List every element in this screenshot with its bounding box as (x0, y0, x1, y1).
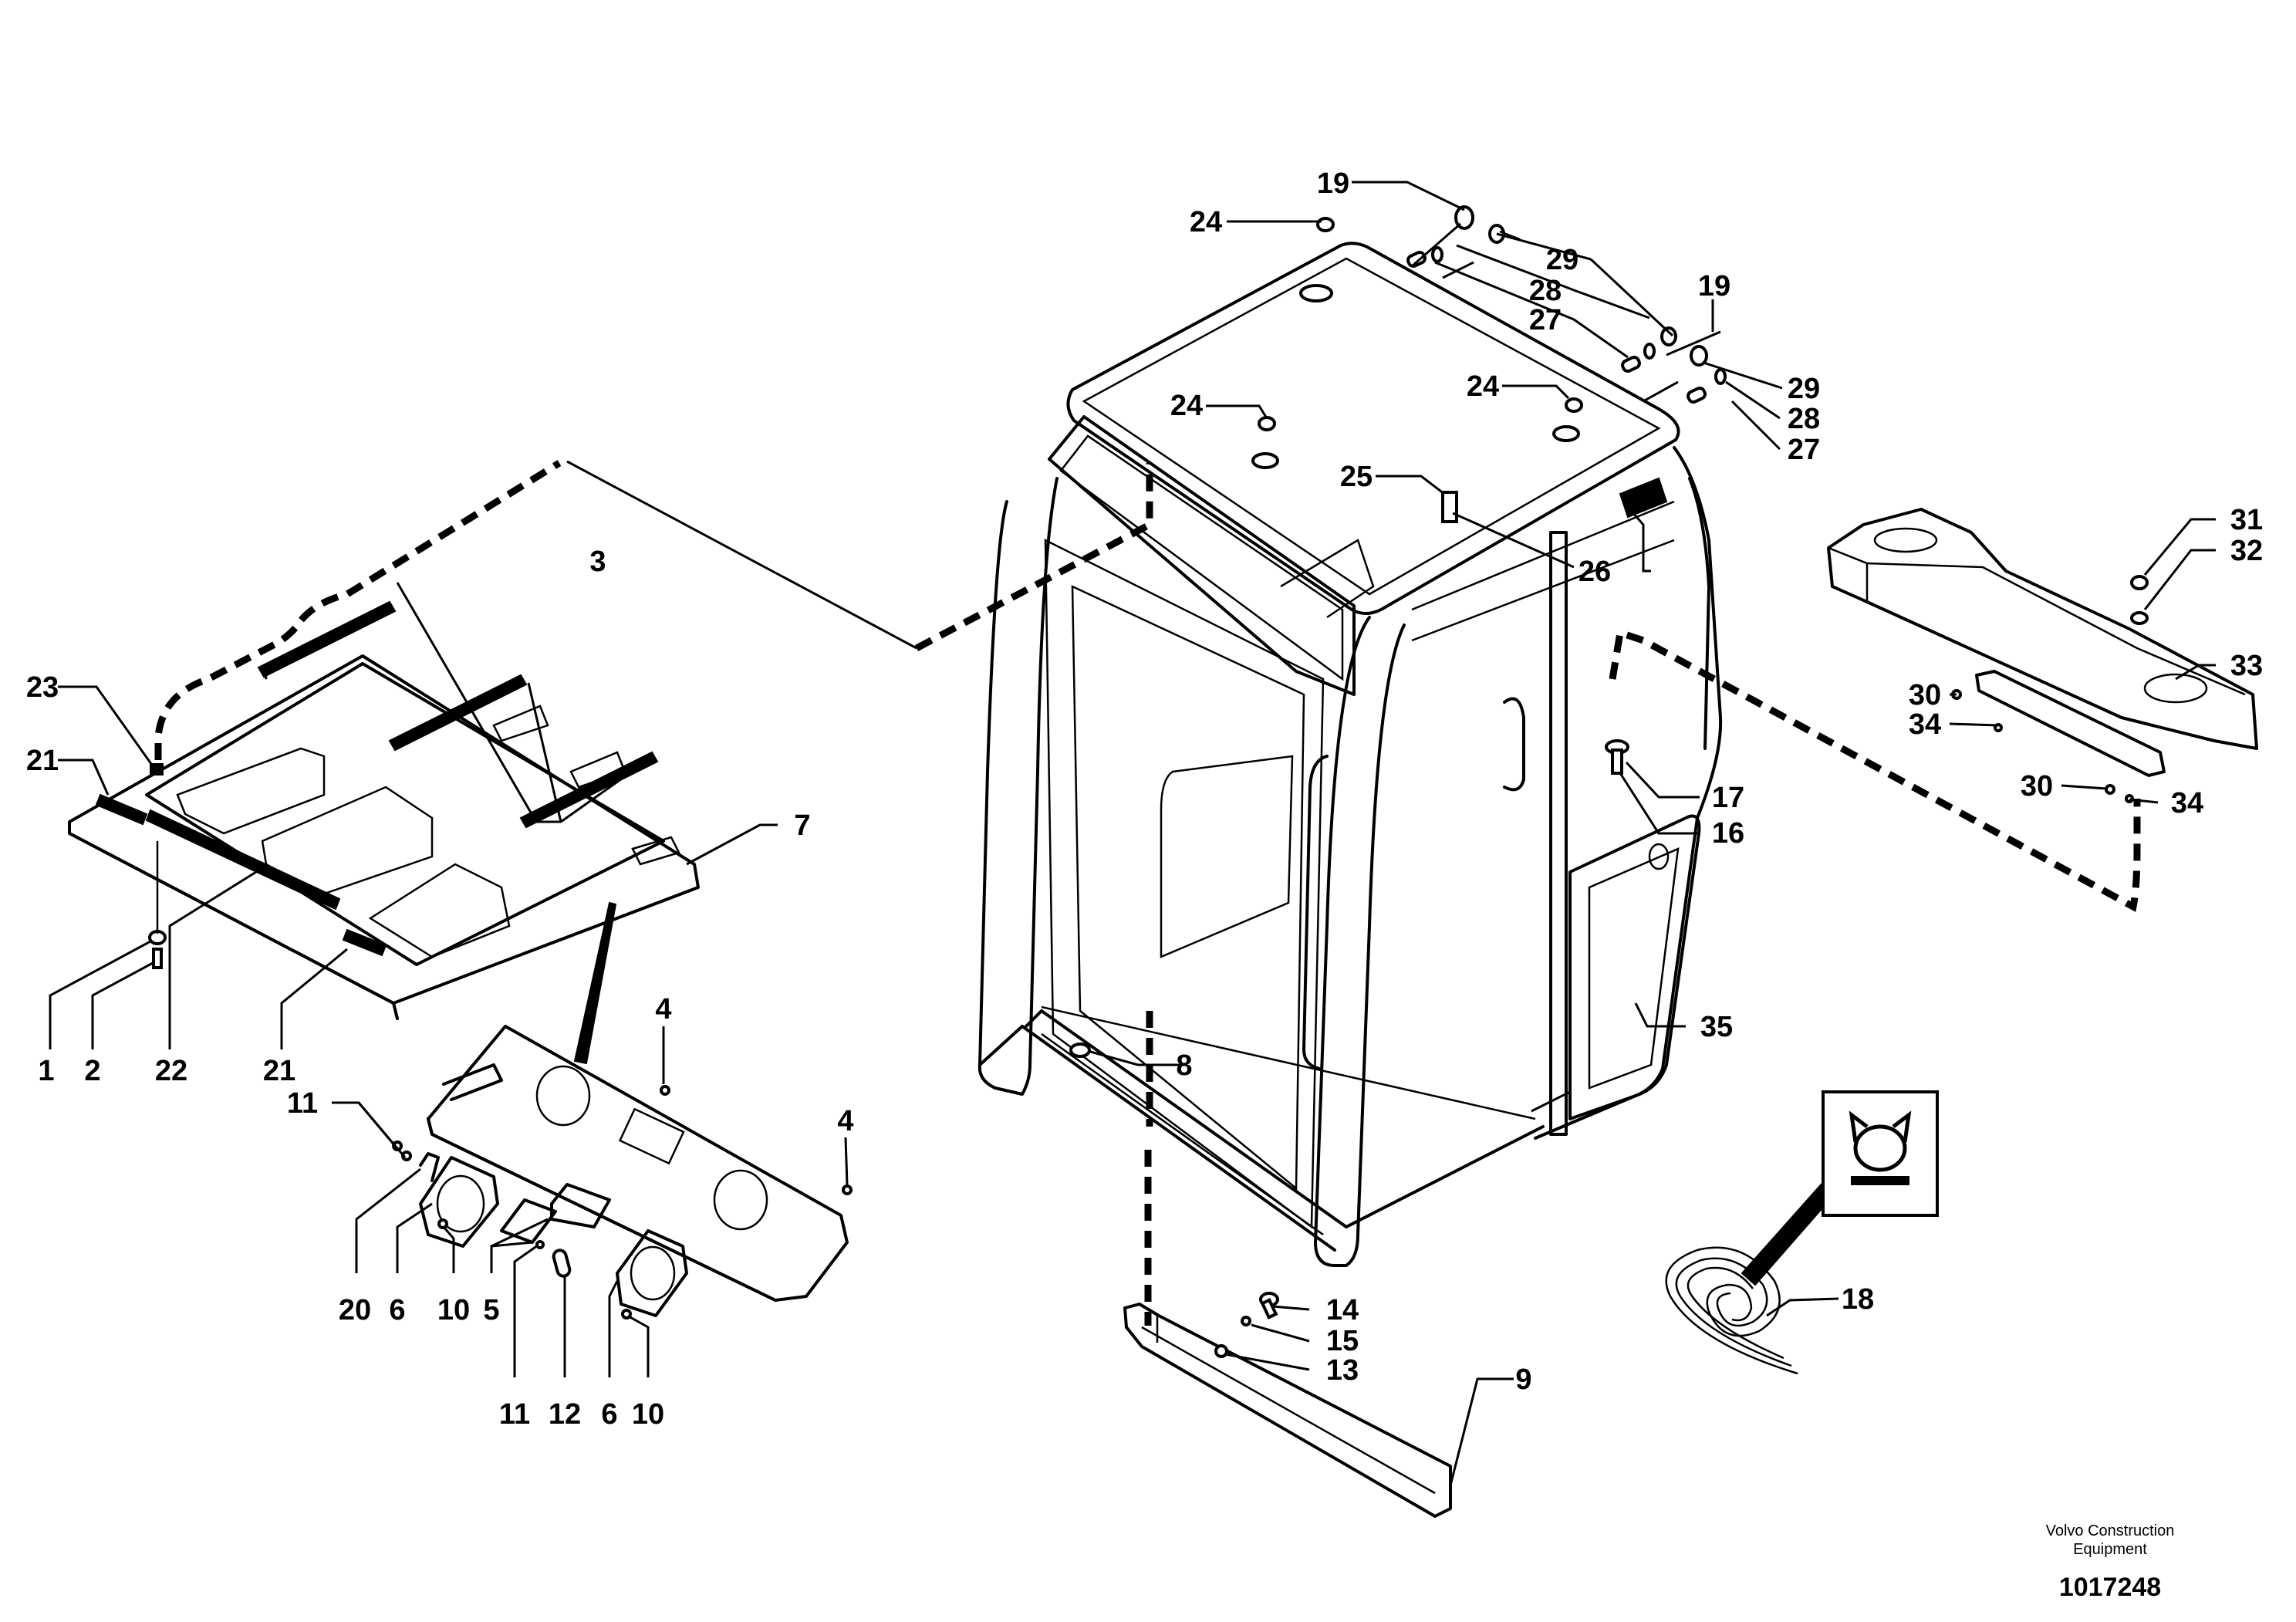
callout-24-right: 24 (1467, 370, 1499, 403)
callout-10-left: 10 (437, 1294, 470, 1326)
callout-20: 20 (339, 1294, 371, 1326)
callout-26: 26 (1578, 556, 1611, 588)
callout-30-lower: 30 (2021, 770, 2053, 803)
callout-12: 12 (549, 1398, 581, 1431)
callout-32: 32 (2230, 535, 2263, 567)
callout-28-upper: 28 (1529, 275, 1562, 307)
callout-19-right: 19 (1698, 270, 1730, 302)
callout-27-upper: 27 (1529, 304, 1562, 336)
callout-8: 8 (1176, 1049, 1192, 1082)
callout-4-lower: 4 (837, 1105, 853, 1137)
callout-16: 16 (1712, 817, 1744, 850)
callout-1: 1 (38, 1055, 54, 1087)
title-block: Volvo Construction Equipment 1017248 (2046, 1522, 2175, 1602)
callout-18: 18 (1842, 1283, 1874, 1316)
sealant-coil (1665, 1179, 1838, 1375)
callout-27-lower: 27 (1788, 434, 1820, 466)
brand-line-2: Equipment (2073, 1541, 2147, 1558)
callout-15: 15 (1326, 1325, 1359, 1357)
callout-29-lower: 29 (1788, 373, 1820, 405)
drawing-number: 1017248 (2059, 1573, 2161, 1602)
callout-6-right: 6 (601, 1398, 617, 1431)
callout-3: 3 (589, 546, 606, 578)
roof-hardware-group (1258, 205, 1727, 431)
brand-line-1: Volvo Construction (2046, 1522, 2175, 1539)
dashed-assembly-lines (154, 460, 2141, 1326)
callout-7: 7 (794, 809, 810, 842)
callout-35: 35 (1700, 1011, 1733, 1043)
callout-25: 25 (1340, 461, 1373, 493)
callout-2: 2 (84, 1055, 100, 1087)
callout-19-left: 19 (1317, 167, 1349, 200)
callout-22: 22 (155, 1055, 187, 1087)
callout-24-top: 24 (1190, 206, 1222, 238)
side-armrest (1827, 508, 2258, 803)
headliner-panel (68, 600, 700, 1020)
callout-24-left: 24 (1170, 390, 1203, 422)
callout-23: 23 (26, 671, 59, 704)
callout-10-right: 10 (632, 1398, 664, 1431)
callout-5: 5 (483, 1294, 499, 1326)
callout-31: 31 (2230, 504, 2263, 536)
caution-pictogram (1822, 1090, 1939, 1217)
callout-17: 17 (1712, 782, 1744, 814)
callout-6-left: 6 (389, 1294, 405, 1326)
callout-34-lower: 34 (2171, 787, 2203, 819)
callout-13: 13 (1326, 1354, 1359, 1387)
callout-33: 33 (2230, 650, 2263, 682)
speaker-console-panel (392, 901, 853, 1320)
callout-34-upper: 34 (1909, 708, 1941, 741)
callout-4-upper: 4 (655, 993, 671, 1026)
operator-cab-frame (977, 242, 1723, 1267)
callout-11-lower: 11 (499, 1398, 530, 1431)
callout-11-upper: 11 (287, 1087, 318, 1120)
floor-rail (1123, 1292, 1452, 1518)
callout-21-lower: 21 (263, 1055, 295, 1087)
callout-14: 14 (1326, 1294, 1359, 1326)
callout-9: 9 (1515, 1363, 1531, 1396)
callout-leaders (49, 181, 2216, 1486)
callout-28-lower: 28 (1788, 403, 1820, 435)
callout-29-upper: 29 (1546, 244, 1578, 276)
callout-30-upper: 30 (1909, 679, 1941, 711)
callout-labels: 1 2 3 4 4 5 6 6 7 8 9 10 10 11 11 12 13 … (26, 167, 2263, 1431)
thin-assembly-lines (566, 222, 1721, 1113)
callout-21-upper: 21 (26, 745, 59, 777)
